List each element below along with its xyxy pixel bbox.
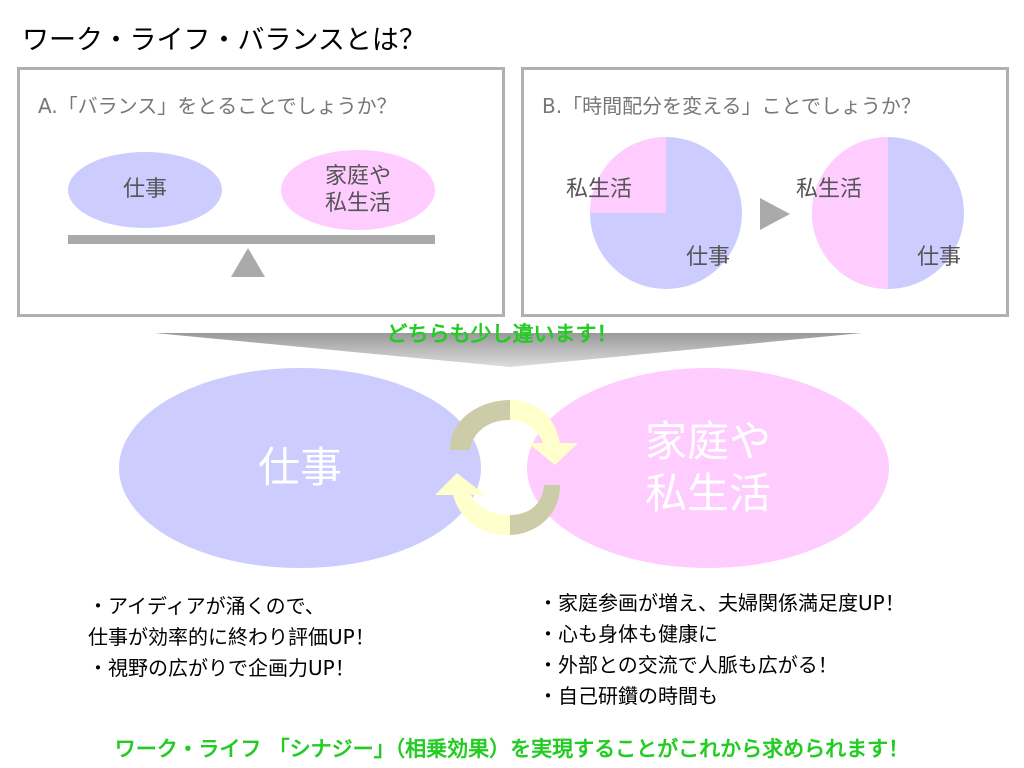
list-item: ・視野の広がりで企画力UP！ <box>88 656 355 680</box>
panel-balance: A.「バランス」をとることでしょうか？ <box>17 67 505 317</box>
work-benefits-list: ・アイディアが涌くので、 仕事が効率的に終わり評価UP！ ・視野の広がりで企画力… <box>88 591 375 684</box>
funnel-shape <box>155 333 862 367</box>
work-large-label: 仕事 <box>257 442 342 492</box>
life-ellipse-large: 家庭や私生活 <box>527 368 889 568</box>
list-item: 仕事が効率的に終わり評価UP！ <box>88 625 375 649</box>
pie-before-private-slice <box>590 137 666 213</box>
conclusion-text: ワーク・ライフ 「シナジー」（相乗効果）を実現することがこれから求められます！ <box>114 737 910 761</box>
list-item: ・自己研鑽の時間も <box>538 684 718 708</box>
life-label: 家庭や私生活 <box>324 163 391 217</box>
pie-before <box>590 137 742 289</box>
list-item: ・心も身体も健康に <box>538 622 718 646</box>
pie-after-private-label: 私生活 <box>796 177 863 202</box>
list-item: ・家庭参画が増え、夫婦関係満足度UP！ <box>538 591 905 615</box>
panel-a-heading: A.「バランス」をとることでしょうか？ <box>38 94 397 118</box>
work-ellipse-large: 仕事 <box>119 368 481 568</box>
work-ellipse-small: 仕事 <box>68 152 222 228</box>
slide-title: ワーク・ライフ・バランスとは？ <box>22 25 426 56</box>
pie-after-work-label: 仕事 <box>917 245 962 270</box>
list-item: ・アイディアが涌くので、 <box>88 594 325 618</box>
pie-before-private-label: 私生活 <box>566 177 633 202</box>
fulcrum-triangle-icon <box>231 248 265 277</box>
life-large-label: 家庭や私生活 <box>644 416 771 519</box>
arrow-right-icon <box>760 198 790 230</box>
panel-b-heading: B.「時間配分を変える」ことでしょうか？ <box>542 94 921 118</box>
cycle-arrows-icon <box>435 400 578 535</box>
list-item: ・外部との交流で人脈も広がる！ <box>538 653 838 677</box>
note-text: どちらも少し違います！ <box>386 322 618 346</box>
panel-time-allocation: B.「時間配分を変える」ことでしょうか？ <box>521 67 1009 317</box>
work-label: 仕事 <box>122 177 167 203</box>
life-ellipse-small: 家庭や私生活 <box>281 150 435 230</box>
pie-before-work-label: 仕事 <box>686 245 731 270</box>
life-benefits-list: ・家庭参画が増え、夫婦関係満足度UP！ ・心も身体も健康に ・外部との交流で人脈… <box>538 588 905 712</box>
pie-after-private-slice <box>812 137 888 289</box>
pie-after <box>812 137 964 289</box>
balance-beam <box>68 235 435 244</box>
